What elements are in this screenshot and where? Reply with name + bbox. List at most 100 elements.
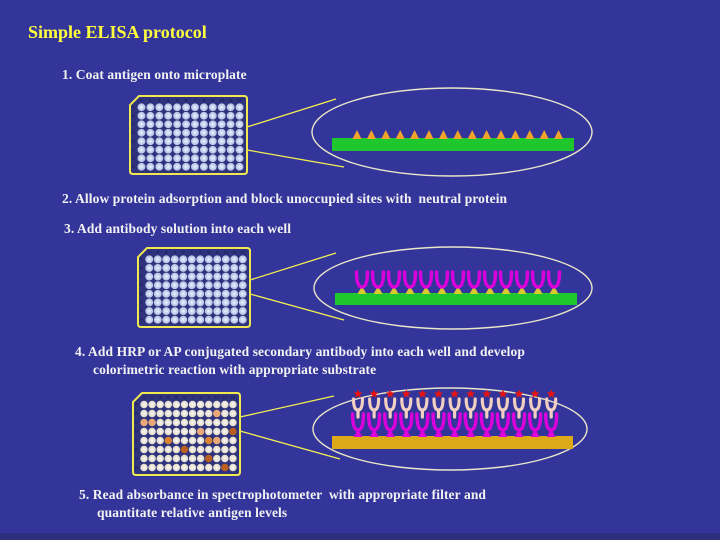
primary-antibody xyxy=(495,412,511,432)
well xyxy=(162,272,171,281)
plate-row-label: C xyxy=(135,420,138,425)
well xyxy=(145,255,154,264)
primary-antibody xyxy=(527,412,543,432)
well xyxy=(213,427,221,436)
well xyxy=(156,463,164,472)
well xyxy=(188,436,197,445)
plate-col-label: 3 xyxy=(158,98,161,103)
plate-col-label: 6 xyxy=(191,250,194,255)
secondary-antibody xyxy=(432,397,445,419)
antigen-triangle xyxy=(417,429,427,437)
callout-line xyxy=(249,293,345,321)
well xyxy=(213,281,222,290)
plate-row-label: F xyxy=(135,447,138,452)
well xyxy=(172,436,181,445)
well xyxy=(140,409,148,418)
plate-row-label: G xyxy=(140,308,143,313)
primary-antibody xyxy=(370,270,386,289)
enzyme-star xyxy=(369,389,379,398)
well xyxy=(235,120,244,129)
well xyxy=(230,272,239,281)
well xyxy=(199,145,208,154)
well xyxy=(208,120,217,129)
well xyxy=(137,128,146,137)
plate-col-label: 9 xyxy=(208,395,211,400)
enzyme-star xyxy=(353,389,363,398)
well xyxy=(217,162,226,171)
well xyxy=(221,400,229,409)
plate-col-label: 4 xyxy=(174,250,177,255)
well xyxy=(191,145,199,154)
plate-col-label: 10 xyxy=(224,250,229,255)
well xyxy=(221,409,229,418)
well xyxy=(153,307,162,315)
well xyxy=(213,463,221,472)
well xyxy=(187,281,196,290)
well xyxy=(153,298,162,307)
callout-line xyxy=(239,395,335,418)
well xyxy=(180,436,189,445)
well xyxy=(145,307,154,315)
plate-row-label: E xyxy=(132,138,135,143)
plate-col-label: 2 xyxy=(151,395,154,400)
secondary-antibody xyxy=(384,397,397,419)
step-1-text: 1. Coat antigen onto microplate xyxy=(62,67,247,82)
well xyxy=(217,137,226,146)
secondary-antibody xyxy=(351,397,365,419)
plate-row-label: D xyxy=(135,429,138,434)
well xyxy=(199,137,208,146)
plate-col-label: 1 xyxy=(140,98,143,103)
plate-col-label: 1 xyxy=(148,250,151,255)
well-positive xyxy=(180,445,189,454)
well xyxy=(164,128,173,137)
enzyme-star xyxy=(546,389,556,398)
plate-col-label: 12 xyxy=(237,98,242,103)
well xyxy=(148,454,156,463)
antigen-triangle xyxy=(352,130,362,139)
well xyxy=(173,137,182,146)
enzyme-star xyxy=(401,389,411,398)
well xyxy=(208,111,217,120)
well xyxy=(182,120,190,129)
well xyxy=(221,427,229,436)
well xyxy=(188,445,197,454)
well xyxy=(155,103,164,112)
well xyxy=(140,400,148,409)
well xyxy=(156,409,164,418)
antigen-triangle xyxy=(549,286,559,294)
well xyxy=(148,400,156,409)
antigen-triangle xyxy=(438,130,448,139)
well xyxy=(156,454,164,463)
antigen-triangle xyxy=(434,429,443,437)
well-positive xyxy=(140,418,148,427)
well xyxy=(179,315,188,324)
well xyxy=(221,289,230,298)
antigen-triangle xyxy=(385,429,395,437)
plate-col-label: 12 xyxy=(231,395,236,400)
well xyxy=(148,463,156,472)
well xyxy=(204,281,213,290)
well xyxy=(196,289,205,298)
well xyxy=(153,272,162,281)
well xyxy=(235,128,244,137)
well xyxy=(164,454,173,463)
well xyxy=(217,111,226,120)
well xyxy=(229,436,237,445)
well xyxy=(238,315,247,324)
callout-ellipse xyxy=(312,387,588,471)
plate-col-label: 3 xyxy=(165,250,168,255)
well xyxy=(155,145,164,154)
plate-col-label: 1 xyxy=(143,395,146,400)
well xyxy=(229,409,237,418)
well xyxy=(230,264,239,272)
well xyxy=(213,298,222,307)
well xyxy=(164,145,173,154)
well xyxy=(199,120,208,129)
well xyxy=(153,264,162,272)
well xyxy=(199,111,208,120)
well xyxy=(229,454,237,463)
well xyxy=(221,255,230,264)
well xyxy=(180,454,189,463)
well xyxy=(188,454,197,463)
